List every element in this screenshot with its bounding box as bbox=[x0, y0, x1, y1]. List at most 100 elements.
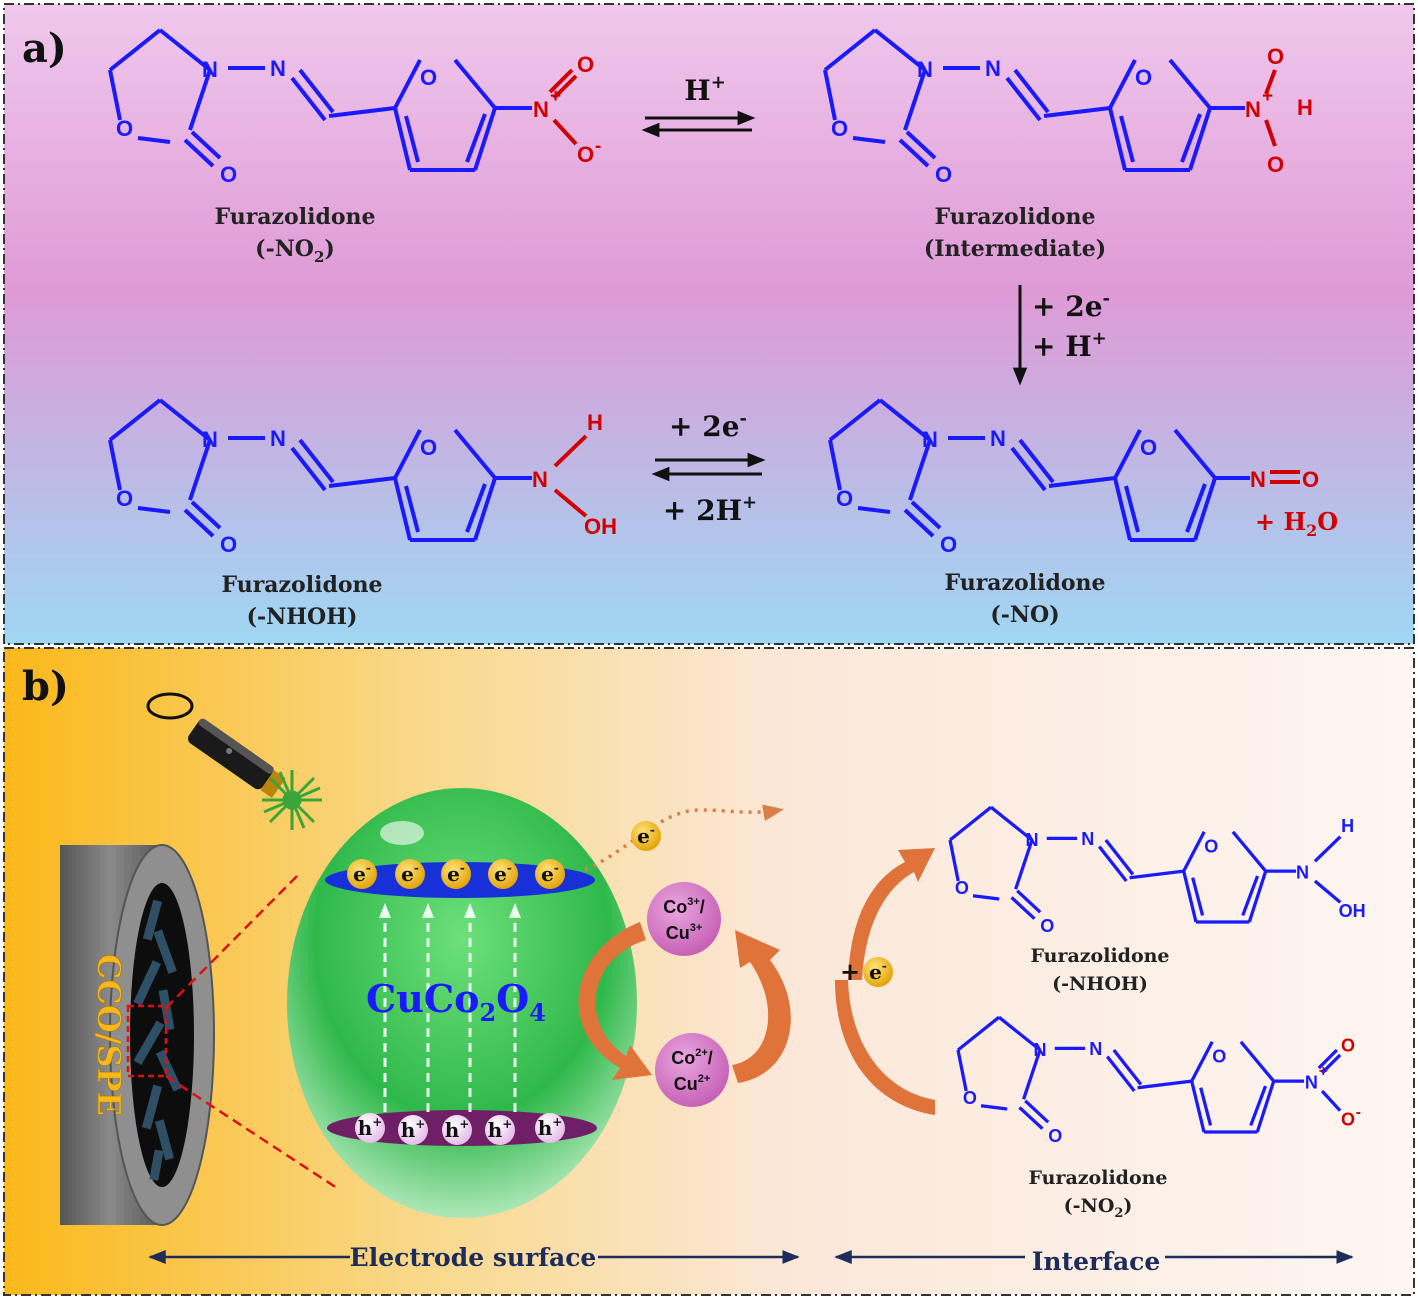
svg-text:N: N bbox=[985, 56, 1001, 81]
water-byproduct: + H2O bbox=[1255, 507, 1338, 540]
reaction-reduction-2: + 2e- + 2H+ bbox=[651, 408, 766, 527]
svg-text:N: N bbox=[922, 427, 938, 452]
panel-b: b) bbox=[3, 647, 1415, 1296]
plus-sign: + bbox=[840, 957, 860, 986]
svg-text:N: N bbox=[990, 426, 1006, 451]
hole-particle: h+ bbox=[485, 1115, 515, 1145]
axis-interface: Interface bbox=[834, 1247, 1354, 1276]
svg-text:N: N bbox=[1245, 97, 1261, 122]
svg-text:O: O bbox=[1341, 1109, 1355, 1129]
svg-text:Co2+/: Co2+/ bbox=[671, 1047, 713, 1068]
zoom-line-bottom bbox=[165, 1074, 341, 1192]
svg-text:Cu3+: Cu3+ bbox=[666, 922, 703, 943]
hole-particle: h+ bbox=[398, 1115, 428, 1145]
screen-printed-electrode: CCO/SPE bbox=[60, 844, 215, 1226]
svg-text:h+: h+ bbox=[488, 1117, 513, 1142]
label-reactant-form-no2: (-NO2) bbox=[1064, 1195, 1133, 1221]
excitation-arrows bbox=[379, 903, 521, 1112]
svg-text:e-: e- bbox=[401, 861, 419, 886]
svg-text:+ 2e-: + 2e- bbox=[1032, 288, 1110, 323]
added-electron: e- bbox=[863, 957, 893, 987]
svg-text:N: N bbox=[1089, 1039, 1102, 1059]
nanostructure-fill bbox=[133, 899, 182, 1181]
svg-text:h+: h+ bbox=[358, 1115, 383, 1140]
svg-text:OH: OH bbox=[1339, 901, 1366, 921]
protonation-label: H+ bbox=[684, 72, 726, 107]
svg-text:H: H bbox=[587, 410, 603, 435]
hole-particle: h+ bbox=[535, 1113, 565, 1143]
laser-burst-icon bbox=[262, 770, 322, 830]
label-form-no2: (-NO2) bbox=[255, 236, 335, 266]
atom-o: O bbox=[577, 52, 594, 77]
svg-text:N: N bbox=[202, 427, 218, 452]
svg-text:-: - bbox=[1356, 1104, 1361, 1121]
svg-text:O: O bbox=[116, 486, 133, 511]
svg-text:O: O bbox=[940, 532, 957, 557]
svg-text:O: O bbox=[1212, 1046, 1226, 1066]
redox-state-low: Co2+/ Cu2+ bbox=[655, 1033, 729, 1107]
svg-text:O: O bbox=[1048, 1126, 1062, 1146]
panel-a-border bbox=[3, 3, 1415, 645]
label-furazolidone-intermediate: Furazolidone bbox=[934, 204, 1095, 230]
furazolidone-no-structure: O N N O O N O bbox=[828, 398, 1319, 557]
svg-text:O: O bbox=[955, 878, 969, 898]
electrode-surface-label: Electrode surface bbox=[350, 1243, 597, 1272]
svg-text:e-: e- bbox=[869, 959, 887, 984]
svg-text:O: O bbox=[1302, 467, 1319, 492]
panel-b-label: b) bbox=[22, 663, 69, 710]
svg-text:OH: OH bbox=[584, 514, 617, 539]
atom-n: N bbox=[533, 97, 549, 122]
svg-text:-: - bbox=[595, 136, 601, 157]
label-form-nhoh: (-NHOH) bbox=[247, 604, 358, 630]
svg-text:O: O bbox=[831, 116, 848, 141]
svg-text:e-: e- bbox=[637, 823, 655, 848]
electron-particle: e- bbox=[488, 859, 518, 889]
svg-text:O: O bbox=[1341, 1036, 1355, 1056]
reactant-no2-structure: O N N O O N + O O - bbox=[956, 1015, 1361, 1146]
svg-text:H: H bbox=[1341, 816, 1354, 836]
axis-electrode-surface: Electrode surface bbox=[148, 1243, 800, 1272]
redox-cycle-arrows bbox=[578, 848, 935, 1115]
svg-text:+: + bbox=[1262, 86, 1273, 107]
svg-text:Cu2+: Cu2+ bbox=[674, 1073, 711, 1094]
svg-text:e-: e- bbox=[447, 861, 465, 886]
electron-particle: e- bbox=[441, 859, 471, 889]
svg-text:+ H+: + H+ bbox=[1032, 328, 1107, 363]
svg-text:O: O bbox=[1204, 836, 1218, 856]
electrode-label: CCO/SPE bbox=[90, 954, 128, 1116]
svg-text:h+: h+ bbox=[401, 1117, 426, 1142]
svg-text:O: O bbox=[1135, 65, 1152, 90]
panel-a-background bbox=[4, 4, 1414, 644]
svg-text:N: N bbox=[1250, 467, 1266, 492]
atom-n: N bbox=[270, 56, 286, 81]
panel-a: a) O N N O O N + O O - Furazolidone (-NO… bbox=[3, 3, 1415, 645]
electron-particle: e- bbox=[395, 859, 425, 889]
svg-text:O: O bbox=[836, 486, 853, 511]
zoom-region bbox=[126, 1004, 168, 1078]
svg-text:e-: e- bbox=[541, 861, 559, 886]
svg-text:O: O bbox=[1040, 916, 1054, 936]
svg-text:+ 2H+: + 2H+ bbox=[663, 492, 757, 527]
catalyst-sphere: CuCo2O4 bbox=[287, 788, 637, 1218]
electron-particle: e- bbox=[347, 859, 377, 889]
reaction-reduction-1: + 2e- + H+ bbox=[1012, 285, 1110, 386]
svg-text:h+: h+ bbox=[538, 1115, 563, 1140]
svg-text:O: O bbox=[1267, 152, 1284, 177]
reaction-protonation: H+ bbox=[641, 72, 756, 138]
catalyst-formula: CuCo2O4 bbox=[366, 976, 546, 1027]
svg-text:Co3+/: Co3+/ bbox=[663, 896, 705, 917]
hole-particle: h+ bbox=[442, 1115, 472, 1145]
svg-text:N: N bbox=[1025, 830, 1038, 850]
svg-text:N: N bbox=[1081, 829, 1094, 849]
svg-text:+ 2e-: + 2e- bbox=[669, 408, 747, 443]
svg-text:O: O bbox=[1140, 435, 1157, 460]
electron-particle: e- bbox=[535, 859, 565, 889]
atom-o: O bbox=[577, 142, 594, 167]
hole-particle: h+ bbox=[355, 1113, 385, 1143]
svg-text:H: H bbox=[1297, 95, 1313, 120]
svg-text:N: N bbox=[1305, 1073, 1318, 1093]
label-product-nhoh: Furazolidone bbox=[1030, 945, 1169, 967]
label-furazolidone-nhoh: Furazolidone bbox=[221, 572, 382, 598]
laser-pointer-icon bbox=[146, 692, 322, 830]
